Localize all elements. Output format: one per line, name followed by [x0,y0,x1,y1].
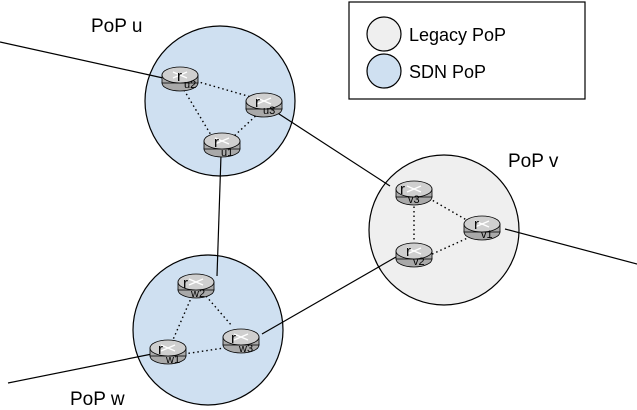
router-u3-sub: u3 [263,105,275,117]
pop-u-label: PoP u [91,16,142,37]
router-w1: r w1 [149,339,187,366]
external-link-v1 [504,228,637,265]
legend: Legacy PoP SDN PoP [348,1,586,100]
router-w3-sub: w3 [238,343,253,355]
external-link-u2 [0,41,164,79]
router-v1: r v1 [463,215,501,241]
router-v2: r v2 [395,242,433,268]
router-u3-label: r [255,94,260,111]
router-v1-sub: v1 [481,229,493,241]
router-u2-sub: u2 [184,79,196,91]
router-v2-sub: v2 [413,256,425,268]
router-w2: r w2 [177,273,215,300]
router-w1-label: r [158,341,163,358]
router-u3: r u3 [245,92,283,118]
router-v3-label: r [400,181,405,198]
router-v2-label: r [406,243,411,260]
legend-legacy-swatch [366,16,402,52]
link-w3-v2 [261,256,397,335]
router-u2: r u2 [161,66,199,92]
router-w2-label: r [183,275,188,292]
router-u2-label: r [177,68,182,85]
legend-legacy-label: Legacy PoP [409,25,506,45]
external-link-w1 [7,353,153,384]
pop-w-label: PoP w [70,389,125,410]
intra-link-w2-w1 [171,295,193,343]
legend-sdn-label: SDN PoP [409,62,486,82]
router-w1-sub: w1 [165,354,180,366]
router-u1-sub: u1 [221,147,233,159]
intra-link-u2-u1 [183,89,215,141]
router-w3: r w3 [222,328,260,355]
router-v1-label: r [474,216,479,233]
pop-v-label: PoP v [508,151,559,172]
link-u3-v3 [275,111,391,187]
router-w2-sub: w2 [190,288,205,300]
router-v3-sub: v3 [408,194,420,206]
pop-w-circle [132,254,284,406]
router-u1: r u1 [203,132,241,159]
link-u1-w2 [216,154,222,277]
legend-sdn-swatch [366,53,402,89]
router-v3: r v3 [395,180,433,206]
router-u1-label: r [214,134,219,151]
router-w3-label: r [231,330,236,347]
